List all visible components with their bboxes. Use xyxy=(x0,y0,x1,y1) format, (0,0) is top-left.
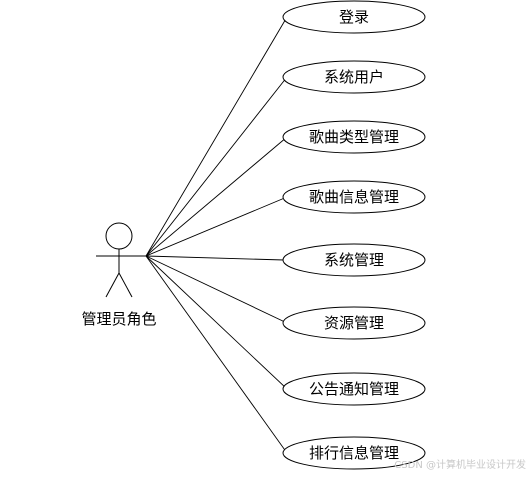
use-case-label: 系统管理 xyxy=(324,251,384,269)
connector-notice xyxy=(145,255,288,390)
use-case-label: 系统用户 xyxy=(324,68,384,86)
actor-right-leg xyxy=(118,272,133,298)
use-case-label: 歌曲信息管理 xyxy=(309,188,399,206)
actor-label: 管理员角色 xyxy=(81,310,156,328)
connector-login xyxy=(145,16,288,257)
use-case-system-management[interactable]: 系统管理 xyxy=(282,243,426,277)
use-case-label: 登录 xyxy=(339,8,369,26)
connector-lines xyxy=(145,16,288,454)
connector-system-user xyxy=(145,76,288,257)
use-case-label: 公告通知管理 xyxy=(309,380,399,398)
use-case-login[interactable]: 登录 xyxy=(282,0,426,34)
use-case-resource-management[interactable]: 资源管理 xyxy=(282,306,426,340)
use-case-system-user[interactable]: 系统用户 xyxy=(282,60,426,94)
connector-song-type xyxy=(145,136,288,257)
actor-figure xyxy=(96,222,146,298)
use-case-song-info-management[interactable]: 歌曲信息管理 xyxy=(282,180,426,214)
use-case-ranking-management[interactable]: 排行信息管理 xyxy=(282,436,426,470)
connector-song-info xyxy=(145,196,288,257)
connector-ranking xyxy=(145,255,288,454)
use-case-notice-management[interactable]: 公告通知管理 xyxy=(282,372,426,406)
use-case-label: 歌曲类型管理 xyxy=(309,128,399,146)
use-case-label: 排行信息管理 xyxy=(309,444,399,462)
actor-head xyxy=(105,222,133,250)
use-case-song-type-management[interactable]: 歌曲类型管理 xyxy=(282,120,426,154)
connector-system-manage xyxy=(145,255,285,261)
actor-left-leg xyxy=(105,272,120,298)
watermark-text: CSDN @计算机毕业设计开发 xyxy=(394,458,526,471)
use-case-label: 资源管理 xyxy=(324,314,384,332)
connector-resource xyxy=(145,255,288,324)
